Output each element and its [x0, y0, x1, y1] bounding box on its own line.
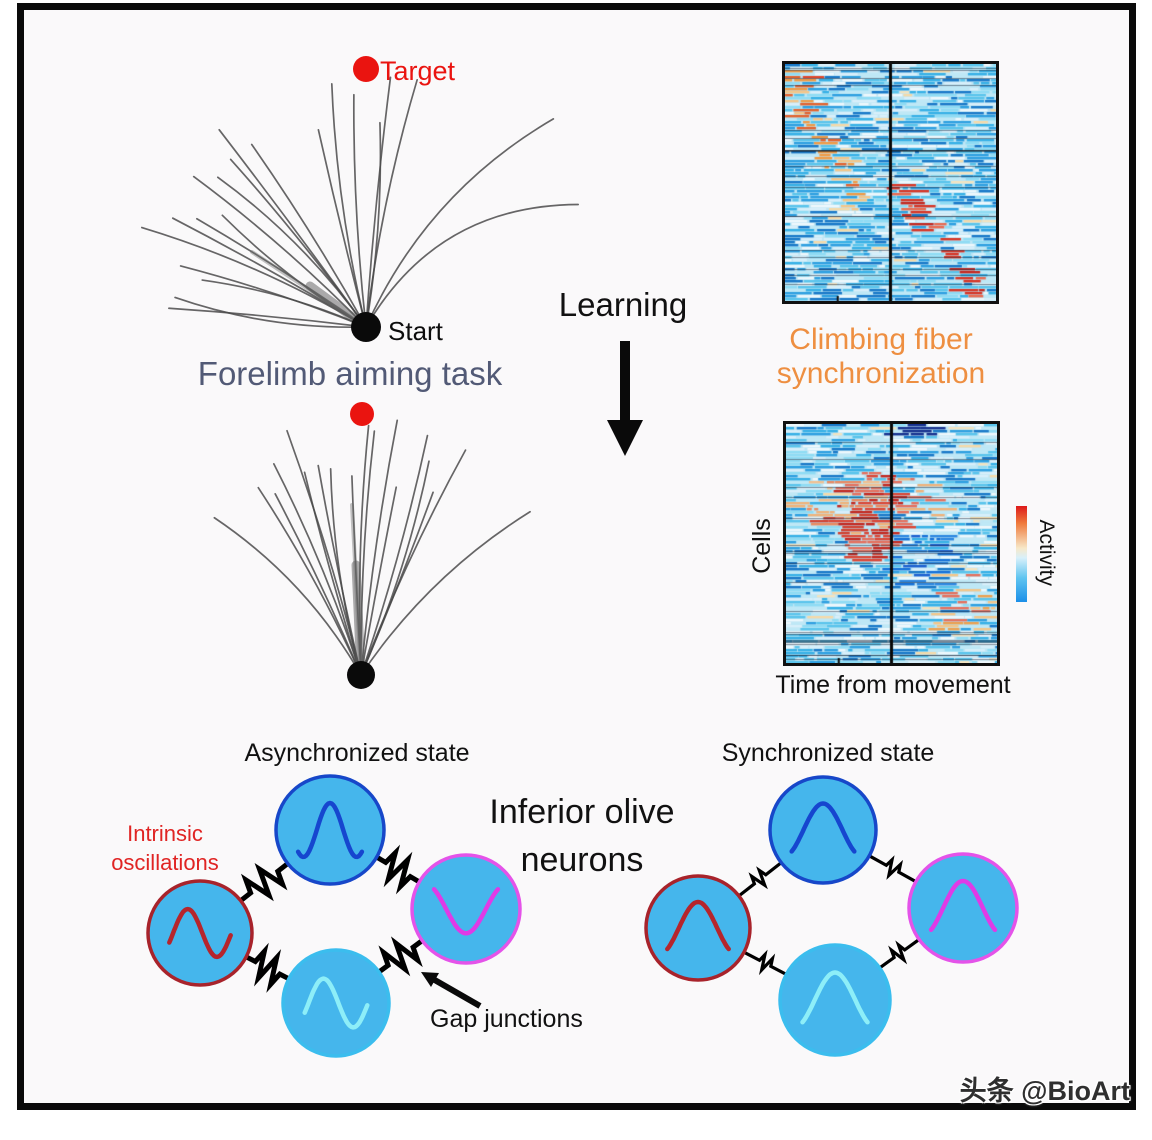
task-title: Forelimb aiming task — [197, 355, 503, 392]
climbing-fiber-caption: Climbing fiber synchronization — [745, 323, 1017, 390]
cells-axis-label: Cells — [748, 518, 776, 574]
inferior-olive-line2: neurons — [520, 840, 644, 879]
target-label: Target — [380, 56, 456, 86]
activity-colorbar-label: Activity — [1034, 519, 1058, 587]
intrinsic-oscillations-label: Intrinsic oscillations — [94, 819, 236, 877]
asynchronized-state-title: Asynchronized state — [244, 739, 470, 767]
learning-label: Learning — [558, 286, 688, 323]
time-axis-label: Time from movement — [775, 671, 1011, 699]
inferior-olive-label: Inferior olive neurons — [432, 789, 732, 884]
watermark: 头条 @BioArt — [959, 1076, 1130, 1106]
start-label: Start — [388, 316, 443, 346]
climbing-fiber-caption-line1: Climbing fiber — [789, 323, 973, 356]
gap-junctions-label: Gap junctions — [430, 1005, 583, 1033]
synchronized-state-title: Synchronized state — [721, 739, 935, 767]
inferior-olive-line1: Inferior olive — [489, 793, 675, 831]
activity-colorbar — [1016, 506, 1027, 602]
heatmap-post-canvas — [786, 424, 997, 663]
climbing-fiber-caption-line2: synchronization — [776, 356, 986, 390]
heatmap-post-learning — [783, 421, 1000, 666]
intrinsic-line2: oscillations — [111, 850, 219, 876]
heatmap-pre-learning — [782, 61, 999, 304]
intrinsic-line1: Intrinsic — [127, 821, 203, 846]
heatmap-pre-canvas — [785, 64, 996, 301]
